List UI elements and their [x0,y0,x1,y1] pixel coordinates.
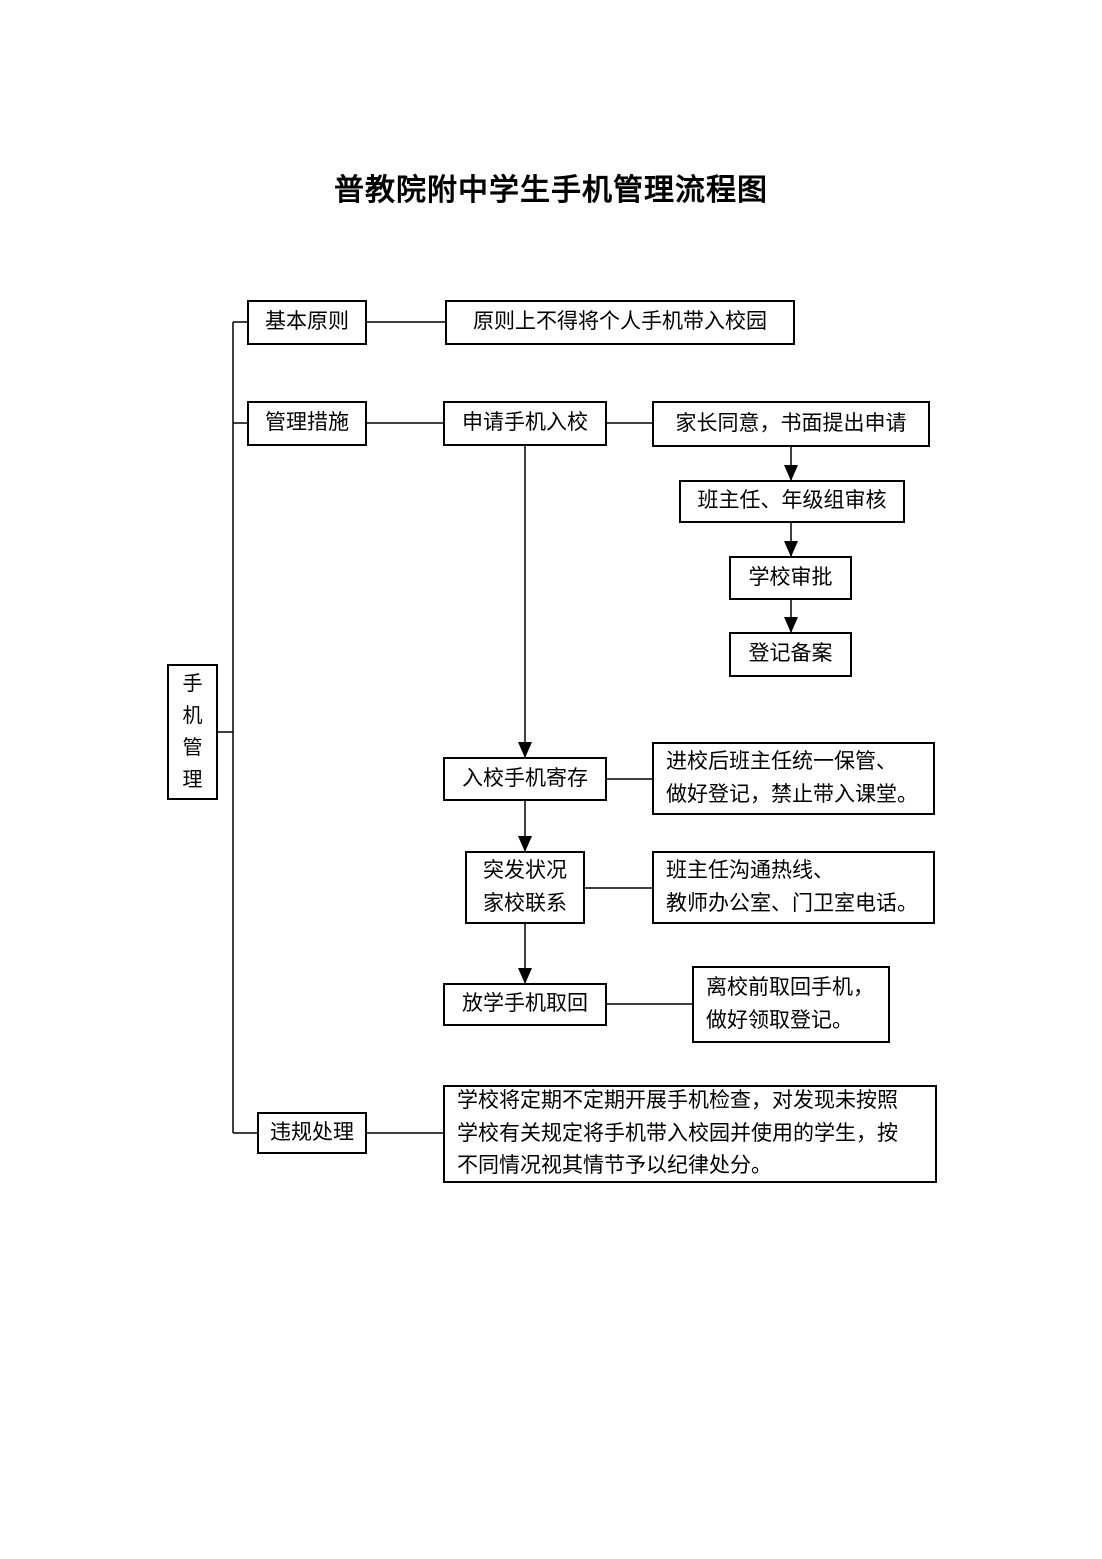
node-violation-handling-detail: 学校将定期不定期开展手机检查，对发现未按照 学校有关规定将手机带入校园并使用的学… [443,1085,937,1183]
node-emergency-contact: 突发状况 家校联系 [465,851,585,924]
node-teacher-grade-review: 班主任、年级组审核 [679,480,905,523]
node-basic-principle: 基本原则 [247,300,367,345]
node-phone-retrieval: 放学手机取回 [443,983,607,1026]
page-title: 普教院附中学生手机管理流程图 [334,174,768,207]
node-phone-retrieval-detail: 离校前取回手机， 做好领取登记。 [692,966,890,1043]
node-emergency-contact-detail: 班主任沟通热线、 教师办公室、门卫室电话。 [652,851,935,924]
node-school-approval: 学校审批 [729,556,852,600]
node-phone-storage: 入校手机寄存 [443,757,607,801]
node-phone-management-root: 手 机 管 理 [167,664,218,800]
node-parent-consent: 家长同意，书面提出申请 [652,401,930,447]
node-registration-filing: 登记备案 [729,632,852,677]
node-basic-principle-detail: 原则上不得将个人手机带入校园 [445,300,795,345]
node-violation-handling: 违规处理 [257,1112,367,1154]
node-management-measures: 管理措施 [247,401,367,446]
node-apply-phone-entry: 申请手机入校 [443,401,607,446]
node-phone-storage-detail: 进校后班主任统一保管、 做好登记，禁止带入课堂。 [652,742,935,815]
